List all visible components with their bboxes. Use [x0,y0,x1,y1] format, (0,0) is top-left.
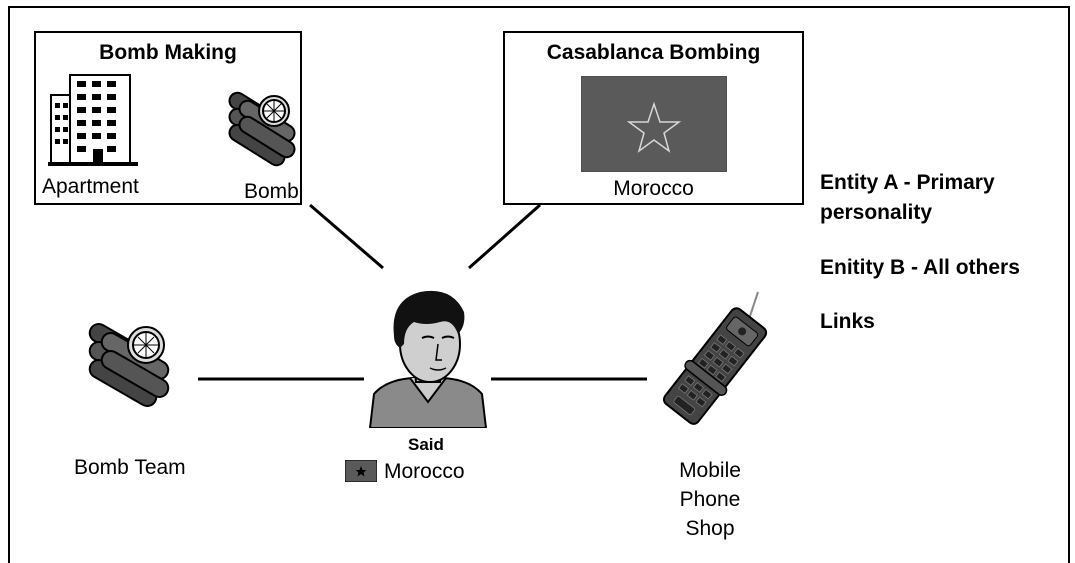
flag-icon [581,76,727,172]
diagram-frame-left [8,6,10,563]
bomb-making-title: Bomb Making [99,41,237,64]
mobile-phone-icon[interactable] [648,290,774,430]
legend-links: Links [820,310,875,333]
bomb-label: Bomb [244,180,299,203]
legend-entity-a: Entity A - Primary personality [820,171,995,224]
apartment-label: Apartment [42,175,139,198]
building-icon [48,74,138,166]
diagram-frame-right [1068,6,1070,563]
diagram-frame-top [8,6,1070,8]
casablanca-bombing-title: Casablanca Bombing [546,41,761,64]
legend-entity-b: Enitity B - All others [820,256,1020,279]
bomb-icon[interactable] [82,318,178,416]
person-icon[interactable] [364,282,492,428]
mobile-phone-shop-label: Mobile Phone Shop [679,459,741,540]
link-said-casablanca[interactable] [468,203,541,270]
person-country: Morocco [384,460,465,483]
casablanca-bombing-box[interactable]: Casablanca Bombing Morocco [503,31,804,205]
link-said-bomb-making[interactable] [309,203,384,270]
bomb-icon [228,91,296,167]
bomb-making-box[interactable]: Bomb Making Apartment [34,31,302,205]
bomb-team-label: Bomb Team [74,456,186,479]
flag-icon [345,460,377,482]
person-name: Said [408,435,444,454]
flag-label: Morocco [613,177,694,200]
